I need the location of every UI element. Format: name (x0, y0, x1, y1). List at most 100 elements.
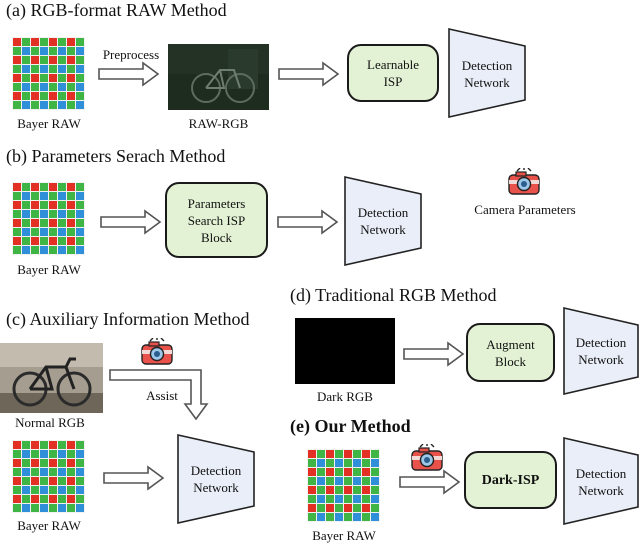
bayer-cell (67, 47, 75, 55)
bayer-cell (22, 92, 30, 100)
bayer-cell (49, 459, 57, 467)
bayer-cell (317, 450, 325, 458)
bayer-cell (308, 513, 316, 521)
bayer-cell (40, 450, 48, 458)
bayer-cell (67, 192, 75, 200)
bayer-cell (58, 441, 66, 449)
bayer-cell (317, 459, 325, 467)
bayer-cell (22, 504, 30, 512)
bayer-cell (13, 495, 21, 503)
detection-network-e-label: Detection Network (575, 466, 627, 498)
bayer-cell (22, 83, 30, 91)
bayer-cell (49, 38, 57, 46)
bayer-cell (49, 47, 57, 55)
camera-icon (508, 168, 540, 195)
bayer-cell (13, 65, 21, 73)
bayer-cell (13, 92, 21, 100)
bayer-cell (31, 38, 39, 46)
bayer-cell (49, 201, 57, 209)
bayer-cell (308, 459, 316, 467)
bayer-cell (58, 38, 66, 46)
bayer-cell (362, 468, 370, 476)
bayer-cell (13, 450, 21, 458)
bayer-cell (76, 38, 84, 46)
bayer-cell (353, 450, 361, 458)
bayer-cell (13, 38, 21, 46)
bayer-cell (76, 237, 84, 245)
bayer-cell (58, 65, 66, 73)
bayer-cell (49, 477, 57, 485)
bayer-cell (58, 468, 66, 476)
bayer-cell (76, 183, 84, 191)
bayer-cell (362, 486, 370, 494)
arrow-d1 (403, 341, 465, 367)
detection-network-e (563, 437, 639, 525)
bayer-cell (31, 192, 39, 200)
arrow-b2 (277, 209, 339, 235)
bayer-cell (67, 83, 75, 91)
bayer-cell (13, 74, 21, 82)
bayer-cell (40, 237, 48, 245)
bayer-cell (353, 468, 361, 476)
detection-network-b (344, 176, 422, 266)
bayer-cell (31, 237, 39, 245)
bayer-cell (67, 450, 75, 458)
bayer-cell (76, 495, 84, 503)
bayer-cell (308, 477, 316, 485)
bayer-cell (22, 56, 30, 64)
bayer-cell (67, 210, 75, 218)
bayer-cell (76, 210, 84, 218)
bayer-cell (40, 228, 48, 236)
bayer-cell (49, 210, 57, 218)
panel-a-title: (a) RGB-format RAW Method (6, 0, 227, 20)
bayer-cell (13, 441, 21, 449)
bayer-cell (31, 101, 39, 109)
bayer-cell (58, 495, 66, 503)
bayer-cell (371, 459, 379, 467)
bayer-cell (308, 486, 316, 494)
bayer-cell (76, 441, 84, 449)
bayer-cell (49, 237, 57, 245)
panel-c-image-caption: Normal RGB (15, 415, 85, 430)
bayer-cell (49, 74, 57, 82)
bayer-cell (31, 441, 39, 449)
bayer-cell (76, 486, 84, 494)
bayer-cell (353, 459, 361, 467)
raw-rgb-image (168, 44, 269, 110)
bayer-cell (308, 450, 316, 458)
bayer-cell (40, 101, 48, 109)
bayer-cell (13, 246, 21, 254)
bayer-cell (40, 504, 48, 512)
bayer-cell (76, 459, 84, 467)
bayer-cell (31, 228, 39, 236)
camera-icon (141, 338, 173, 365)
bayer-cell (58, 47, 66, 55)
panel-b-title: (b) Parameters Serach Method (6, 146, 226, 166)
bayer-cell (58, 477, 66, 485)
bayer-cell (31, 65, 39, 73)
bayer-cell (13, 192, 21, 200)
bayer-cell (58, 450, 66, 458)
bayer-cell (31, 74, 39, 82)
bayer-cell (40, 183, 48, 191)
bayer-cell (13, 468, 21, 476)
bayer-cell (49, 486, 57, 494)
bayer-cell (31, 468, 39, 476)
learnable-isp-box: Learnable ISP (347, 44, 439, 102)
bayer-cell (317, 468, 325, 476)
bayer-cell (67, 101, 75, 109)
bayer-cell (344, 495, 352, 503)
bayer-cell (31, 219, 39, 227)
bayer-cell (76, 450, 84, 458)
bayer-cell (58, 92, 66, 100)
normal-rgb-image (0, 343, 103, 413)
bayer-cell (40, 477, 48, 485)
detection-network-c-label: Detection Network (190, 463, 242, 495)
bayer-cell (22, 486, 30, 494)
bayer-cell (371, 477, 379, 485)
bayer-cell (326, 486, 334, 494)
bayer-cell (317, 477, 325, 485)
arrow-a2 (278, 61, 340, 87)
bayer-cell (371, 504, 379, 512)
bayer-cell (362, 513, 370, 521)
